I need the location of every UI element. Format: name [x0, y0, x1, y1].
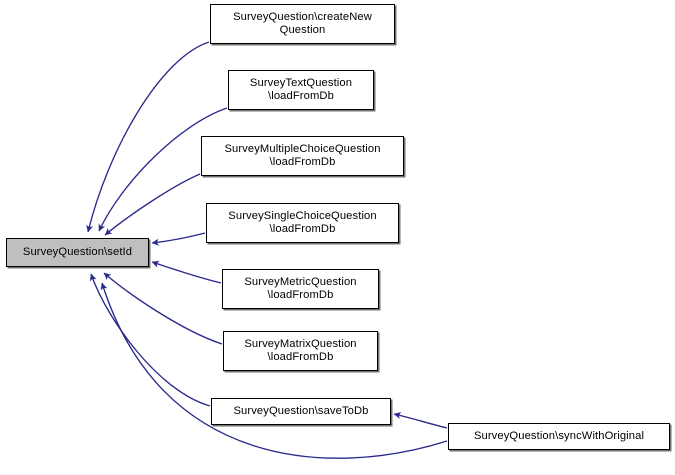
node-surveytextquestion-loadfromdb[interactable]: SurveyTextQuestion \loadFromDb — [228, 70, 374, 110]
node-surveymetricquestion-loadfromdb[interactable]: SurveyMetricQuestion \loadFromDb — [222, 269, 379, 309]
edge-matrixquestion-to-setid — [103, 272, 223, 345]
node-label: SurveyQuestion\createNew Question — [233, 10, 372, 37]
edge-createnewquestion-to-setid — [86, 41, 210, 233]
node-label: SurveyMultipleChoiceQuestion \loadFromDb — [224, 142, 381, 169]
node-label: SurveyQuestion\saveToDb — [233, 404, 369, 417]
edge-metricquestion-to-setid — [151, 260, 222, 284]
node-surveyquestion-syncwithoriginal[interactable]: SurveyQuestion\syncWithOriginal — [448, 423, 670, 450]
node-surveymatrixquestion-loadfromdb[interactable]: SurveyMatrixQuestion \loadFromDb — [223, 331, 378, 371]
node-label: SurveyMatrixQuestion \loadFromDb — [244, 337, 357, 364]
node-surveymultiplechoicequestion-loadfromdb[interactable]: SurveyMultipleChoiceQuestion \loadFromDb — [201, 136, 404, 176]
node-surveysinglechoicequestion-loadfromdb[interactable]: SurveySingleChoiceQuestion \loadFromDb — [206, 203, 399, 243]
node-surveyquestion-createnewquestion[interactable]: SurveyQuestion\createNew Question — [210, 4, 395, 44]
node-label: SurveyQuestion\syncWithOriginal — [473, 429, 645, 442]
node-surveyquestion-setid[interactable]: SurveyQuestion\setId — [6, 238, 149, 267]
node-label: SurveyMetricQuestion \loadFromDb — [244, 275, 357, 302]
node-label: SurveyTextQuestion \loadFromDb — [249, 76, 353, 103]
node-label: SurveySingleChoiceQuestion \loadFromDb — [228, 209, 377, 236]
edge-syncwithoriginal-to-savetodb — [393, 412, 448, 429]
edge-singlechoice-to-setid — [151, 232, 206, 246]
edge-savetodb-to-setid — [89, 273, 211, 407]
node-surveyquestion-savetodb[interactable]: SurveyQuestion\saveToDb — [211, 398, 391, 425]
node-label: SurveyQuestion\setId — [22, 245, 133, 258]
edge-multiplechoice-to-setid — [104, 173, 201, 236]
